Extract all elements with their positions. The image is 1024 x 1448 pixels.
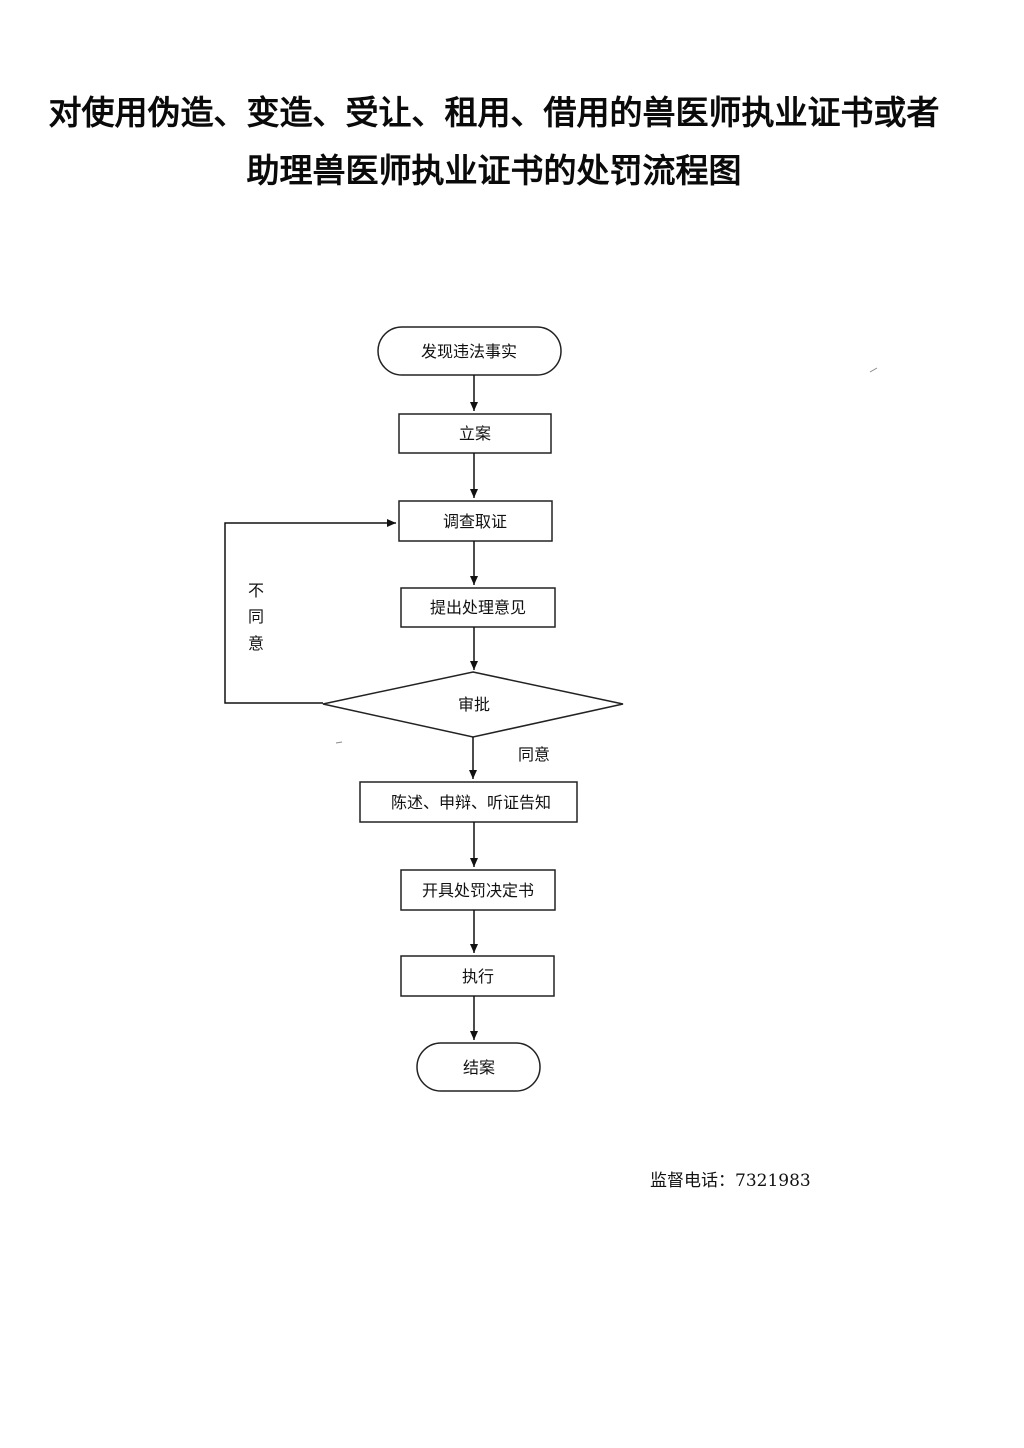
diagram-title-line-2: 助理兽医师执业证书的处罚流程图 <box>246 151 742 190</box>
node-notify: 陈述、申辩、听证告知 <box>359 781 578 823</box>
arrow-disagree-loop <box>224 519 396 704</box>
node-decision-letter: 开具处罚决定书 <box>400 869 556 911</box>
node-end-label: 结案 <box>463 1058 495 1077</box>
node-investigate: 调查取证 <box>398 500 553 542</box>
node-start-label: 发现违法事实 <box>421 342 517 361</box>
node-start: 发现违法事实 <box>377 326 562 376</box>
node-propose-label: 提出处理意见 <box>430 598 526 617</box>
edge-label-disagree-1: 不 <box>248 581 264 600</box>
node-approve-decision: 审批 <box>322 671 624 738</box>
node-approve-label: 审批 <box>458 695 490 714</box>
diagram-title-line-1: 对使用伪造、变造、受让、租用、借用的兽医师执业证书或者 <box>48 93 940 132</box>
node-execute-label: 执行 <box>462 967 494 986</box>
node-file-case: 立案 <box>398 413 552 454</box>
node-execute: 执行 <box>400 955 555 997</box>
node-propose: 提出处理意见 <box>400 587 556 628</box>
scan-speck <box>335 741 343 744</box>
supervision-phone: 监督电话：7321983 <box>650 1171 811 1191</box>
edge-label-disagree-2: 同 <box>248 607 264 626</box>
node-notify-label: 陈述、申辩、听证告知 <box>391 793 551 812</box>
node-decision-letter-label: 开具处罚决定书 <box>422 881 534 900</box>
scan-speck <box>869 367 878 373</box>
node-investigate-label: 调查取证 <box>443 512 507 531</box>
edge-label-disagree-3: 意 <box>248 634 264 653</box>
node-file-case-label: 立案 <box>459 424 491 443</box>
edge-label-agree: 同意 <box>518 745 550 764</box>
node-end: 结案 <box>416 1042 541 1092</box>
